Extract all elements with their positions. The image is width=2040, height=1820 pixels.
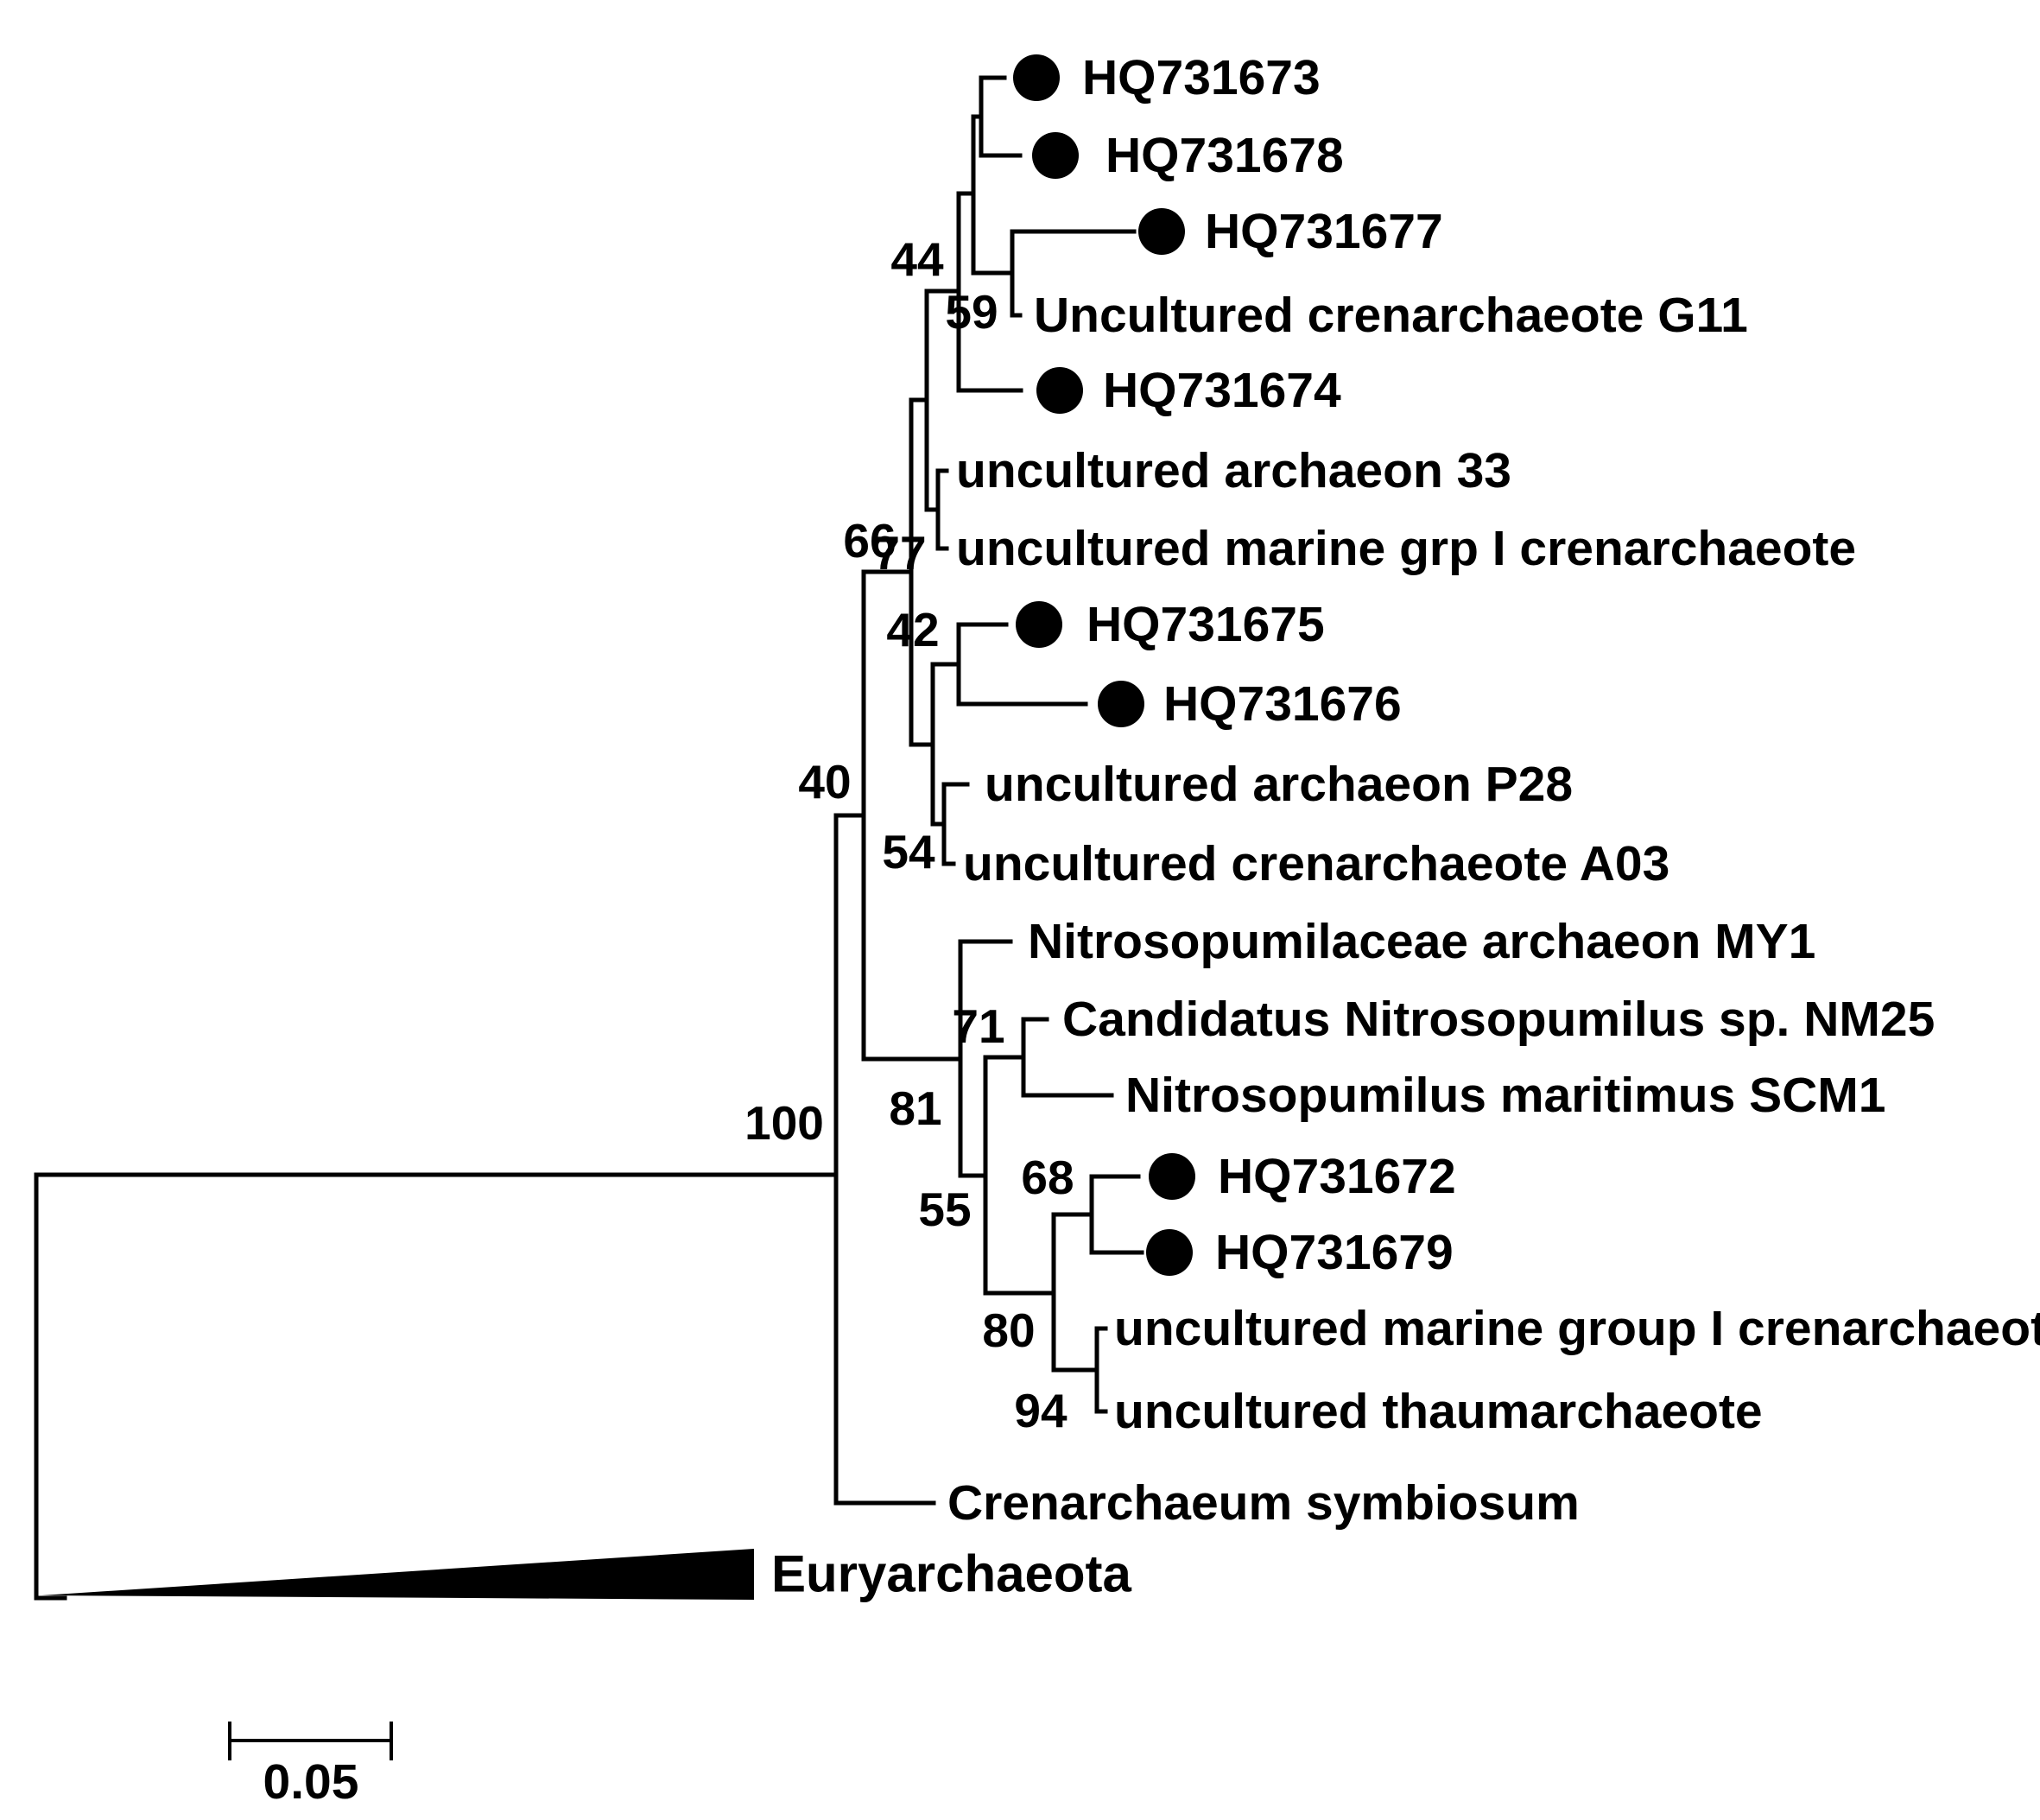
taxon-label: uncultured marine grp I crenarchaeote [956,521,1856,576]
scale-bar-group: 0.05 [228,1722,393,1810]
taxon-label: Crenarchaeum symbiosum [947,1475,1580,1531]
sequence-marker-circle [1149,1153,1195,1200]
taxon-label: HQ731672 [1218,1149,1456,1204]
taxon-label: HQ731678 [1106,128,1344,183]
taxon-label: uncultured crenarchaeote A03 [963,836,1669,891]
bootstrap-value: 44 [890,232,944,286]
bootstrap-value: 68 [1021,1151,1074,1204]
sequence-marker-circle [1138,208,1185,255]
bootstrap-value: 100 [744,1096,824,1150]
taxon-label: HQ731677 [1205,204,1443,259]
bootstrap-value: 59 [945,285,998,339]
sequence-marker-circle [1098,681,1144,727]
bootstrap-value: 54 [882,825,935,878]
sequence-markers-group [1013,54,1195,1276]
collapsed-clade-triangle [41,1549,754,1600]
collapsed-clade-group: Euryarchaeota [41,1545,1131,1603]
bootstrap-value: 94 [1014,1384,1068,1437]
collapsed-clade-label: Euryarchaeota [771,1545,1131,1603]
taxon-label: Uncultured crenarchaeote G11 [1034,288,1748,343]
bootstrap-value: 66 [843,514,896,568]
bootstrap-value: 77 [873,526,926,580]
bootstrap-value: 80 [982,1303,1035,1357]
sequence-marker-circle [1036,367,1083,414]
taxon-label: HQ731673 [1082,50,1321,105]
tree-branches-group [34,75,1144,1601]
taxon-label: uncultured archaeon 33 [956,443,1511,498]
sequence-marker-circle [1016,601,1062,648]
bootstrap-value: 40 [798,755,851,809]
sequence-marker-circle [1013,54,1060,101]
scale-bar-label: 0.05 [263,1754,359,1810]
taxon-label: HQ731674 [1103,363,1341,418]
taxon-label: HQ731679 [1215,1225,1454,1280]
bootstrap-value: 81 [889,1081,941,1135]
taxon-label: Candidatus Nitrosopumilus sp. NM25 [1062,992,1935,1047]
sequence-marker-circle [1146,1229,1193,1276]
taxon-label: Nitrosopumilaceae archaeon MY1 [1028,914,1815,969]
taxon-label: uncultured thaumarchaeote [1114,1384,1763,1439]
bootstrap-value: 71 [952,999,1004,1053]
sequence-marker-circle [1032,132,1079,179]
taxon-label: uncultured archaeon P28 [985,757,1573,812]
taxon-label: HQ731676 [1163,676,1402,732]
bootstrap-value: 42 [886,603,939,656]
taxon-label: HQ731675 [1087,597,1325,652]
bootstrap-value: 55 [918,1183,971,1236]
taxon-label: Nitrosopumilus maritimus SCM1 [1125,1068,1885,1123]
taxon-label: uncultured marine group I crenarchaeote [1114,1301,2040,1356]
